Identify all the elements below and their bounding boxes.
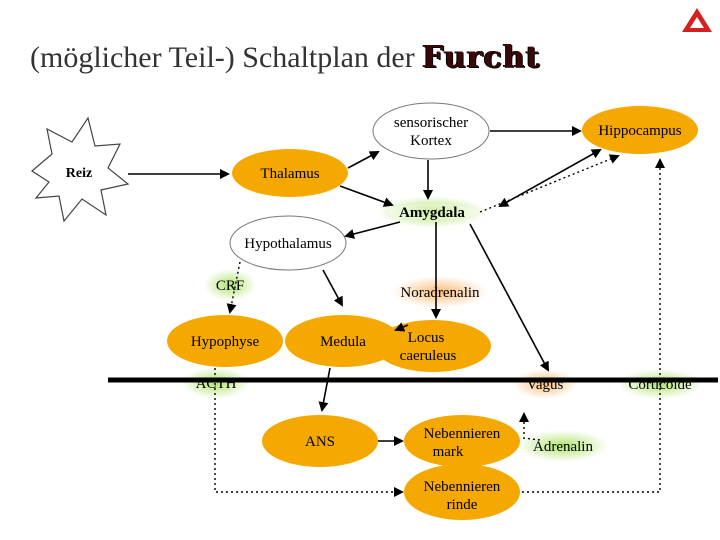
- nebennieren-rinde-node: [404, 464, 520, 520]
- amygdala-label: Amygdala: [399, 205, 465, 221]
- corticoide-label: Corticoide: [628, 377, 692, 393]
- hypothalamus-node: [229, 215, 347, 271]
- sensorischer-kortex-label-1: sensorischer: [394, 115, 468, 131]
- dotted-arrow-hypothalamus-hypophyse: [226, 261, 241, 314]
- medula-node: [285, 315, 401, 367]
- hypophyse-node: [167, 315, 283, 367]
- nebennieren-rinde-label-1: Nebennieren: [424, 479, 501, 495]
- hippocampus-node: [582, 106, 698, 154]
- page-title: (möglicher Teil-) Schaltplan der Furcht: [30, 40, 541, 75]
- arrow-locus-medula: [394, 322, 409, 332]
- noradrenalin-label: Noradrenalin: [400, 285, 480, 301]
- vagus-label: Vagus: [527, 377, 564, 393]
- amygdala-node: [388, 204, 476, 220]
- dotted-path-acth-rinde: [214, 368, 404, 497]
- sensorischer-kortex-label-2: Kortex: [410, 133, 452, 149]
- hypophyse-label: Hypophyse: [191, 334, 260, 350]
- hippocampus-label: Hippocampus: [598, 123, 681, 139]
- ans-label: ANS: [305, 434, 335, 450]
- ans-node: [262, 415, 378, 467]
- acth-label: ACTH: [196, 376, 237, 392]
- dotted-arrows: [214, 154, 665, 497]
- arrow-amygdala-vagus: [469, 223, 549, 372]
- arrow-hypothalamus-medula: [322, 269, 343, 307]
- dotted-arrow-amygdala-hippocampus: [479, 154, 620, 213]
- locus-caeruleus-label-2: caeruleus: [400, 348, 457, 364]
- arrow-medula-ans: [318, 367, 331, 412]
- hypothalamus-label: Hypothalamus: [244, 236, 332, 252]
- nebennieren-mark-label-1: Nebennieren: [424, 426, 501, 442]
- nebennieren-rinde-label-2: rinde: [447, 497, 478, 513]
- locus-caeruleus-node: [375, 320, 491, 372]
- sensorischer-kortex-node: [372, 102, 490, 160]
- title-emphasis: Furcht: [422, 40, 541, 75]
- arrow-thalamus-amygdala: [339, 185, 394, 207]
- nebennieren-mark-label-2: mark: [433, 444, 464, 460]
- crf-label: CRF: [216, 278, 244, 294]
- reiz-label: Reiz: [66, 166, 92, 181]
- thalamus-node: [232, 149, 348, 197]
- medula-label: Medula: [320, 334, 366, 350]
- locus-caeruleus-label-1: Locus: [408, 330, 445, 346]
- nebennieren-mark-node: [404, 415, 520, 467]
- adrenalin-label: Adrenalin: [533, 439, 593, 455]
- dotted-path-rinde-hippocampus: [522, 158, 665, 493]
- arrows: [128, 126, 602, 446]
- arrow-amygdala-hypothalamus: [344, 221, 401, 239]
- labels: Reiz sensorischer Kortex Hippocampus Tha…: [66, 115, 692, 513]
- arrow-thalamus-kortex: [347, 151, 380, 169]
- arrow-hippocampus-amygdala: [498, 149, 602, 207]
- title-prefix: (möglicher Teil-) Schaltplan der: [30, 41, 423, 74]
- thalamus-label: Thalamus: [260, 166, 319, 182]
- red-triangle-logo-icon: [682, 8, 712, 32]
- reiz-starburst-icon: [30, 116, 130, 223]
